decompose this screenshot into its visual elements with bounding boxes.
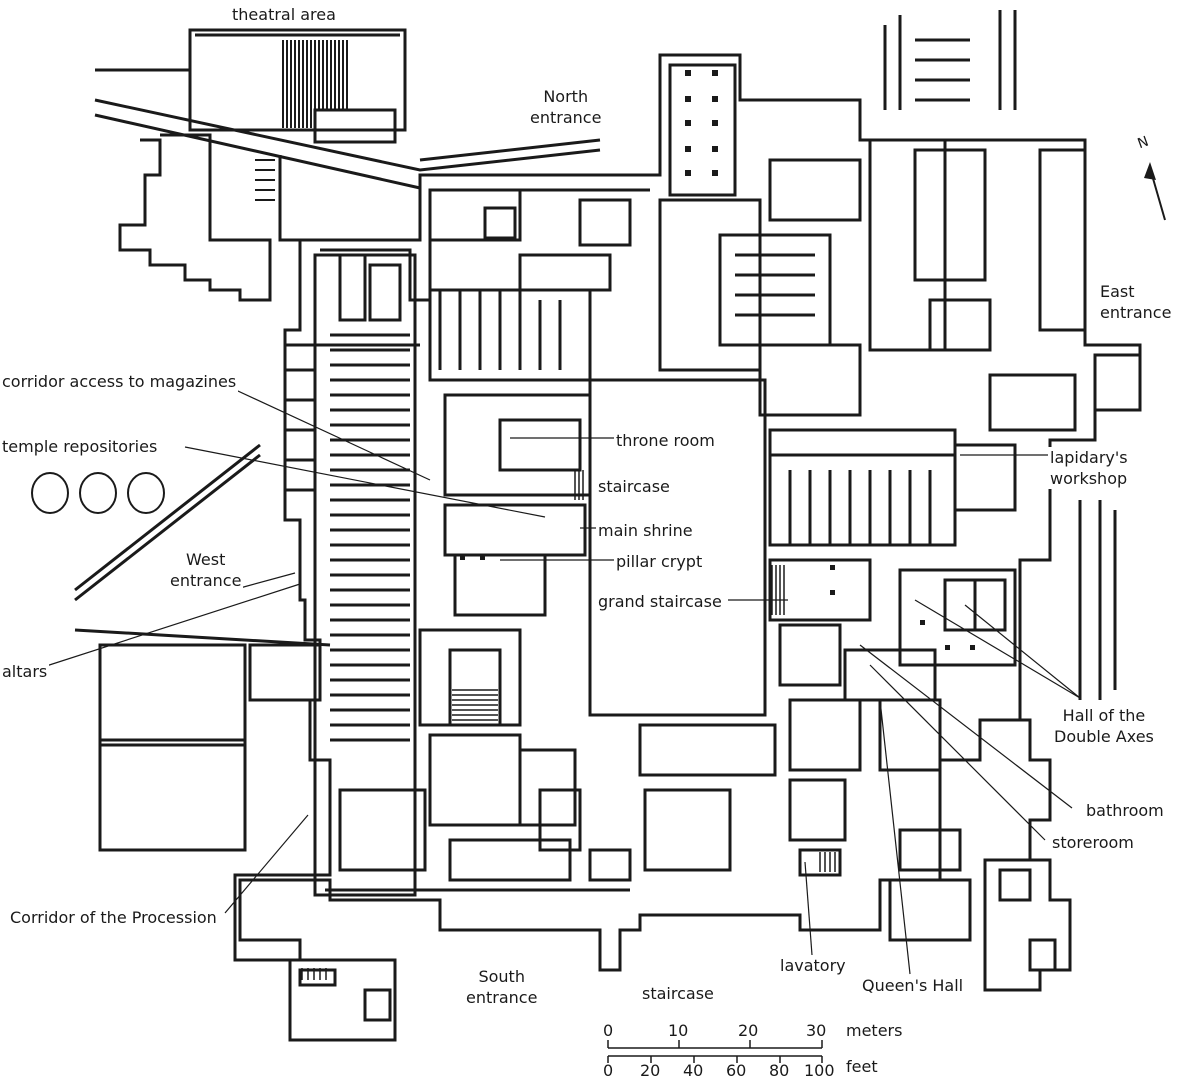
label-grand-staircase: grand staircase [596,591,724,612]
residential-quarter [768,558,1017,942]
label-main-shrine: main shrine [596,520,695,541]
south-east-annex [983,718,1072,992]
label-queens-hall: Queen's Hall [860,975,966,996]
temple-repositories-circles [31,472,165,514]
label-pillar-crypt: pillar crypt [614,551,705,572]
theatral-area-block [95,28,407,242]
west-magazines [285,253,420,897]
label-throne-room: throne room [614,430,717,451]
roads [74,98,601,602]
scale-feet-tick-0: 0 [603,1061,614,1080]
north-wing [658,63,862,417]
west-wing-rooms [338,188,632,882]
west-enclosures [74,628,331,852]
south-building [288,958,397,1042]
label-storeroom: storeroom [1050,832,1136,853]
palace-outline [233,53,1142,972]
label-corridor-access: corridor access to magazines [0,371,239,392]
label-hall-double-axes: Hall of the Double Axes [1052,705,1156,747]
scale-feet-tick-100: 100 [804,1061,835,1080]
west-terrace [118,133,272,302]
scale-bars [607,1040,823,1063]
scale-feet-tick-80: 80 [769,1061,790,1080]
scale-feet-tick-20: 20 [640,1061,661,1080]
label-lavatory: lavatory [778,955,848,976]
label-bathroom: bathroom [1084,800,1166,821]
label-staircase: staircase [596,476,672,497]
label-lapidarys-workshop: lapidary's workshop [1048,447,1130,489]
label-east-entrance: East entrance [1098,281,1174,323]
north-arrow [1144,162,1166,221]
scale-feet-tick-60: 60 [726,1061,747,1080]
label-north-entrance: North entrance [528,86,604,128]
label-staircase-south: staircase [640,983,716,1004]
scale-meters-tick-20: 20 [738,1021,759,1040]
scale-meters-tick-30: 30 [806,1021,827,1040]
label-corridor-procession: Corridor of the Procession [8,907,219,928]
central-court [588,378,767,717]
staircases [301,470,836,980]
label-altars: altars [0,661,50,682]
scale-meters-tick-10: 10 [668,1021,689,1040]
scale-feet-tick-40: 40 [683,1061,704,1080]
north-east-strips [883,10,1017,110]
label-temple-repositories: temple repositories [0,436,160,457]
scale-meters-unit: meters [846,1021,903,1040]
label-south-entrance: South entrance [464,966,540,1008]
leader-lines [39,384,1081,975]
south-wing [538,723,777,882]
label-west-entrance: West entrance [168,549,244,591]
label-theatral-area: theatral area [230,4,338,25]
pillar-bases [460,70,975,650]
scale-meters-tick-0: 0 [603,1021,614,1040]
scale-feet-unit: feet [846,1057,878,1076]
east-wing [768,138,1142,700]
